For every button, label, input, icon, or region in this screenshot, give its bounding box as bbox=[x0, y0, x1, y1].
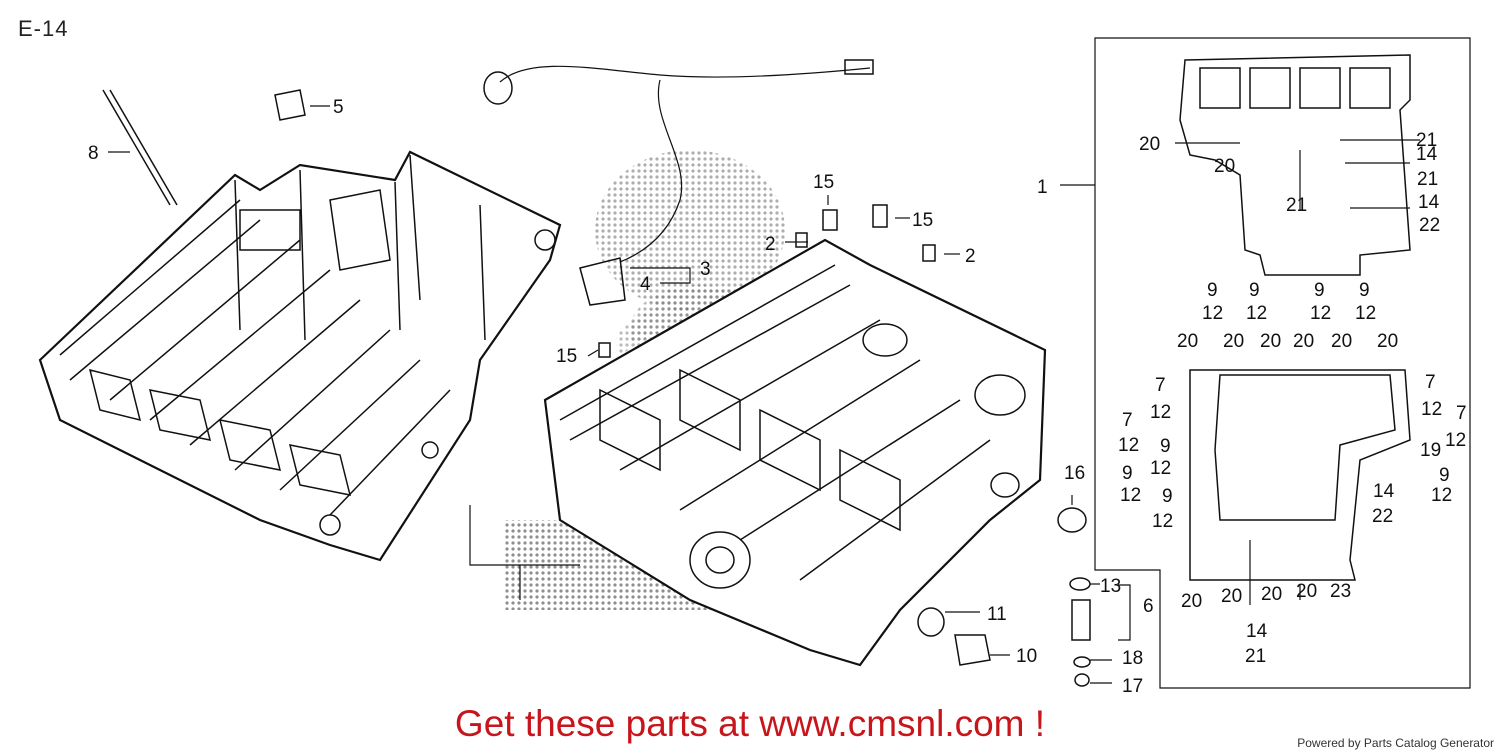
callout-9: 9 bbox=[1249, 280, 1260, 301]
callout-19: 19 bbox=[1420, 440, 1441, 461]
callout-20: 20 bbox=[1296, 581, 1317, 602]
wire-harness bbox=[483, 59, 874, 306]
callout-labels: 1 2 2 3 4 5 6 7 7 7 7 8 9 9 9 9 9 9 9 9 … bbox=[88, 97, 1467, 697]
callout-9: 9 bbox=[1207, 280, 1218, 301]
callout-20: 20 bbox=[1261, 584, 1282, 605]
callout-7: 7 bbox=[1456, 403, 1467, 424]
callout-21: 21 bbox=[1417, 169, 1438, 190]
callout-20: 20 bbox=[1214, 156, 1235, 177]
callout-12: 12 bbox=[1120, 485, 1141, 506]
callout-23: 23 bbox=[1330, 581, 1351, 602]
callout-12: 12 bbox=[1150, 402, 1171, 423]
callout-12: 12 bbox=[1421, 399, 1442, 420]
lower-crankcase bbox=[543, 238, 1047, 667]
callout-14: 14 bbox=[1373, 481, 1395, 502]
callout-15: 15 bbox=[912, 210, 933, 231]
callout-12: 12 bbox=[1202, 303, 1223, 324]
leader-lines bbox=[108, 105, 1420, 684]
gasket-detail-box bbox=[1094, 37, 1471, 689]
callout-22: 22 bbox=[1372, 506, 1393, 527]
callout-8: 8 bbox=[88, 143, 99, 164]
callout-20: 20 bbox=[1260, 331, 1281, 352]
callout-6: 6 bbox=[1143, 596, 1154, 617]
callout-17: 17 bbox=[1122, 676, 1143, 697]
callout-12: 12 bbox=[1246, 303, 1267, 324]
callout-9: 9 bbox=[1314, 280, 1325, 301]
callout-14: 14 bbox=[1418, 192, 1440, 213]
callout-20: 20 bbox=[1293, 331, 1314, 352]
callout-18: 18 bbox=[1122, 648, 1143, 669]
callout-7: 7 bbox=[1425, 372, 1436, 393]
callout-2: 2 bbox=[765, 234, 776, 255]
promo-banner: Get these parts at www.cmsnl.com ! bbox=[0, 703, 1500, 745]
callout-15: 15 bbox=[813, 172, 834, 193]
callout-20: 20 bbox=[1177, 331, 1198, 352]
callout-22: 22 bbox=[1419, 215, 1440, 236]
promo-link[interactable]: Get these parts at www.cmsnl.com ! bbox=[454, 703, 1046, 744]
callout-12: 12 bbox=[1355, 303, 1376, 324]
callout-9: 9 bbox=[1359, 280, 1370, 301]
callout-20: 20 bbox=[1331, 331, 1352, 352]
callout-21: 21 bbox=[1416, 130, 1437, 151]
callout-21: 21 bbox=[1286, 195, 1307, 216]
callout-11: 11 bbox=[987, 604, 1007, 625]
callout-2: 2 bbox=[965, 246, 976, 267]
callout-16: 16 bbox=[1064, 463, 1085, 484]
callout-1: 1 bbox=[1037, 177, 1048, 198]
diagram-code: E-14 bbox=[18, 16, 69, 41]
small-parts bbox=[102, 89, 1091, 687]
callout-9: 9 bbox=[1439, 465, 1450, 486]
callout-13: 13 bbox=[1100, 576, 1121, 597]
callout-20: 20 bbox=[1139, 134, 1160, 155]
callout-12: 12 bbox=[1431, 485, 1452, 506]
callout-9: 9 bbox=[1160, 436, 1171, 457]
callout-9: 9 bbox=[1122, 463, 1133, 484]
callout-14: 14 bbox=[1246, 621, 1268, 642]
callout-20: 20 bbox=[1181, 591, 1202, 612]
upper-crankcase bbox=[38, 150, 562, 562]
callout-4: 4 bbox=[640, 274, 651, 295]
callout-7: 7 bbox=[1122, 410, 1133, 431]
callout-9: 9 bbox=[1162, 486, 1173, 507]
callout-7: 7 bbox=[1155, 375, 1166, 396]
callout-3: 3 bbox=[700, 259, 711, 280]
credit-text: Powered by Parts Catalog Generator bbox=[1297, 736, 1494, 750]
callout-21: 21 bbox=[1245, 646, 1266, 667]
callout-14: 14 bbox=[1416, 144, 1438, 165]
callout-10: 10 bbox=[1016, 646, 1037, 667]
callout-12: 12 bbox=[1152, 511, 1173, 532]
callout-12: 12 bbox=[1118, 435, 1139, 456]
callout-12: 12 bbox=[1445, 430, 1466, 451]
callout-20: 20 bbox=[1221, 586, 1242, 607]
callout-15: 15 bbox=[556, 346, 577, 367]
callout-20: 20 bbox=[1223, 331, 1244, 352]
callout-20: 20 bbox=[1377, 331, 1398, 352]
callout-12: 12 bbox=[1310, 303, 1331, 324]
callout-12: 12 bbox=[1150, 458, 1171, 479]
callout-5: 5 bbox=[333, 97, 344, 118]
